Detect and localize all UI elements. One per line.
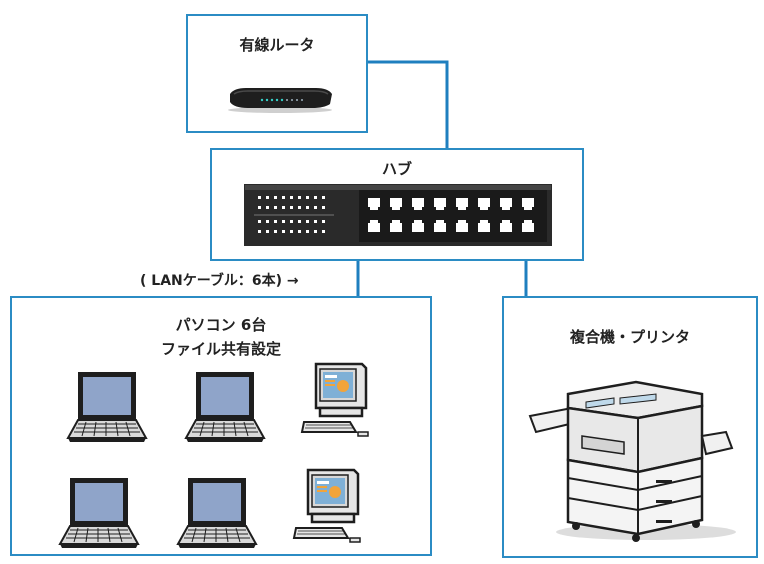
desktop-pc-icon	[300, 362, 370, 438]
printer-title: 複合機・プリンタ	[569, 328, 690, 346]
printer-box: 複合機・プリンタ	[502, 296, 758, 558]
multifunction-printer-icon	[528, 380, 736, 542]
laptop-icon	[67, 371, 147, 443]
laptop-icon	[177, 477, 257, 549]
laptop-icon	[185, 371, 265, 443]
cable-label: ( LANケーブル：6本) →	[140, 273, 299, 289]
router-box: 有線ルータ	[186, 14, 368, 133]
hub-title: ハブ	[381, 160, 412, 178]
router-icon	[228, 88, 332, 113]
hub-box: ハブ	[210, 148, 584, 261]
pcs-title-line2: ファイル共有設定	[160, 340, 281, 358]
laptop-icon	[59, 477, 139, 549]
router-title: 有線ルータ	[239, 36, 315, 54]
router-hub-line	[366, 60, 449, 150]
network-switch-icon	[244, 184, 552, 246]
desktop-pc-icon	[292, 468, 362, 544]
pcs-title-line1: パソコン 6台	[175, 316, 267, 334]
